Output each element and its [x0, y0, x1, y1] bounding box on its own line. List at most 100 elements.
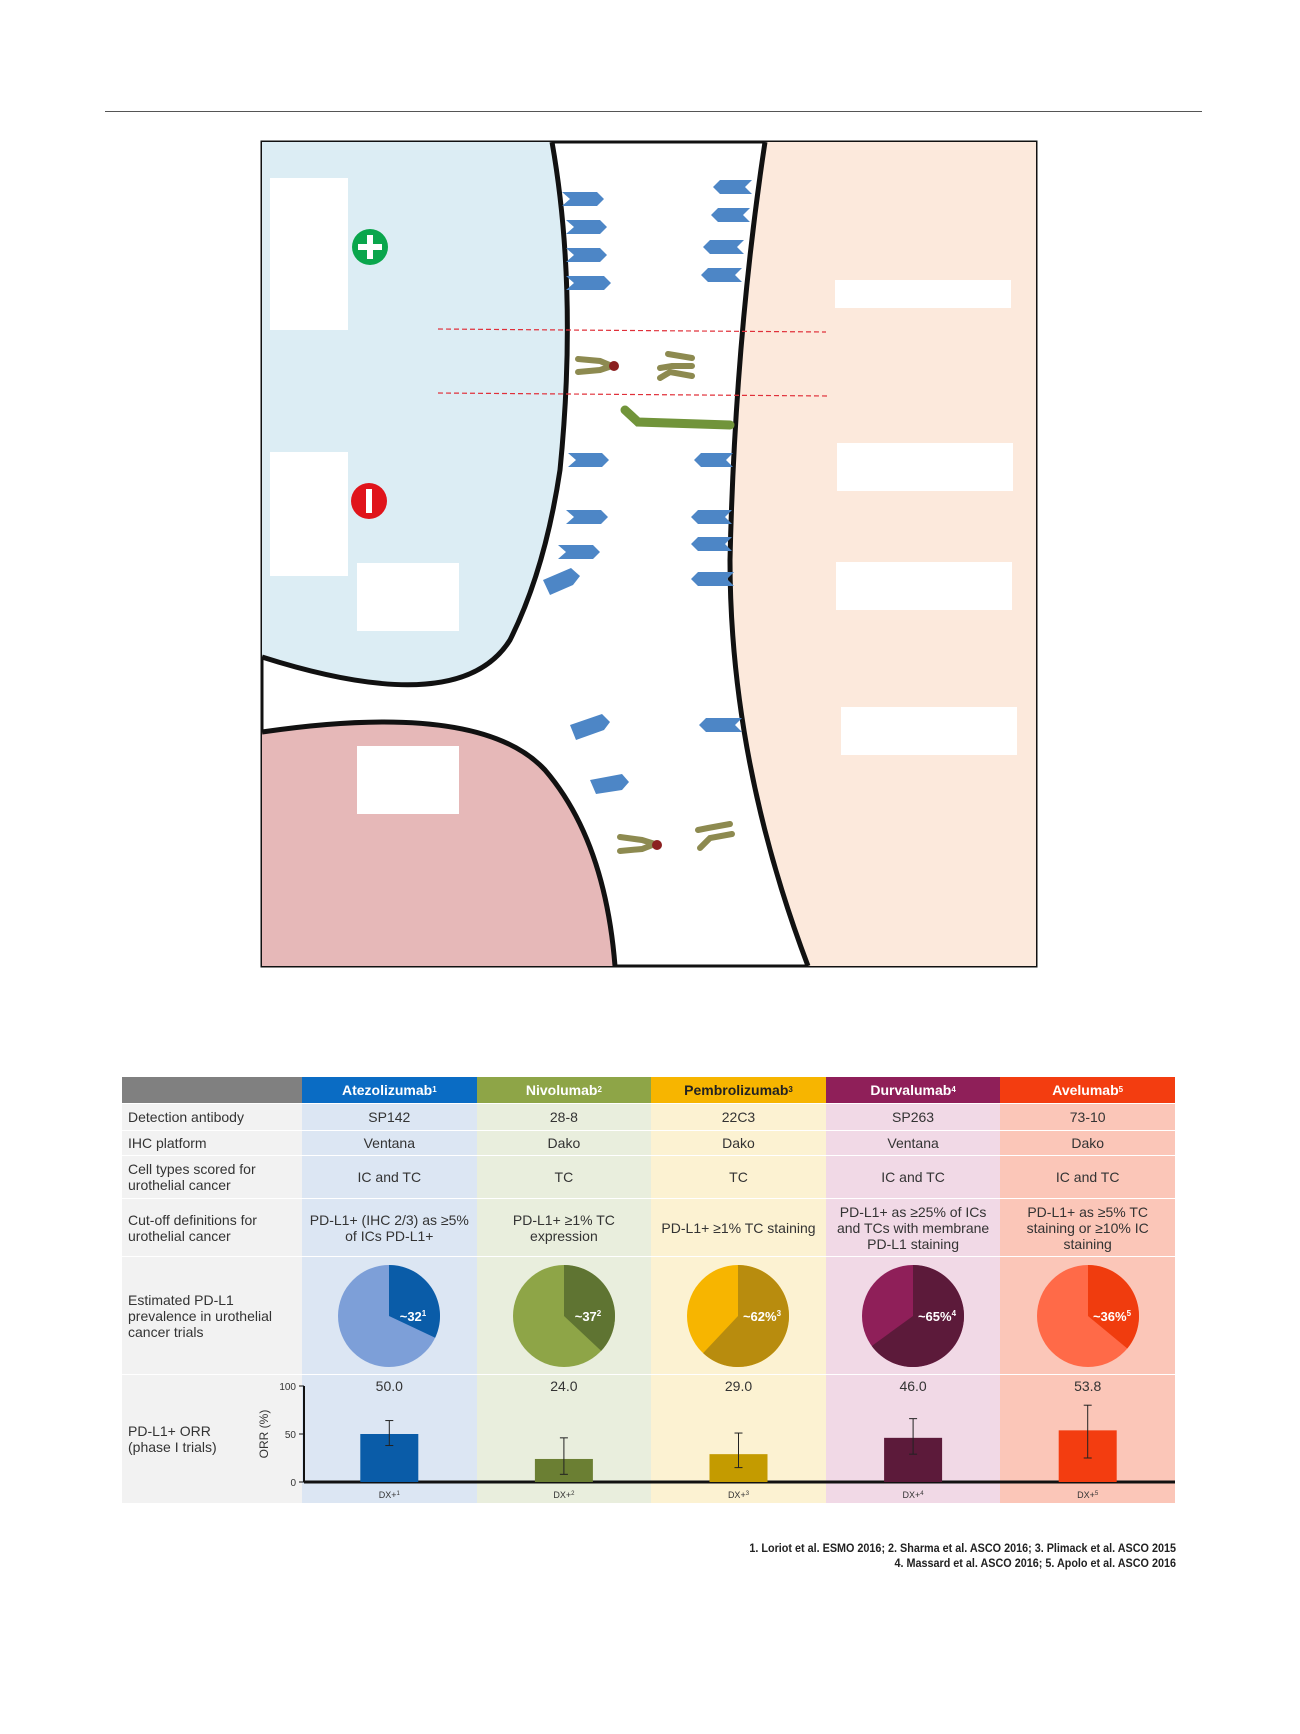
table-cell: PD-L1+ (IHC 2/3) as ≥5% of ICs PD-L1+ [302, 1199, 477, 1256]
tumor-cell [262, 721, 615, 966]
dashed-guide [437, 392, 829, 397]
x-category-label: DX+2 [553, 1490, 575, 1500]
y-tick-label: 100 [279, 1382, 296, 1393]
table-cell: 28-8 [476, 1104, 652, 1130]
y-tick-label: 0 [290, 1478, 296, 1489]
table-row: IHC platform Ventana Dako Dako Ventana D… [122, 1131, 1175, 1156]
table-cell: PD-L1+ as ≥5% TC staining or ≥10% IC sta… [1000, 1199, 1175, 1256]
table-row: Detection antibody SP142 28-8 22C3 SP263… [122, 1104, 1175, 1131]
orr-value-label: 24.0 [550, 1378, 577, 1394]
ligand-dot [609, 361, 619, 371]
prevalence-pie: ~36%5 [1036, 1264, 1139, 1367]
pie-slice [871, 1264, 965, 1367]
x-category-ref: 1 [397, 1491, 401, 1497]
prevalence-pie: ~321 [338, 1264, 441, 1367]
label-box [357, 563, 459, 631]
diagram-canvas [260, 140, 1038, 968]
prevalence-pie: ~65%4 [862, 1264, 965, 1367]
label-box [841, 707, 1017, 755]
pie-label: ~65%4 [918, 1309, 957, 1324]
table-cell: IC and TC [1000, 1156, 1175, 1198]
x-category-label: DX+3 [728, 1490, 750, 1500]
table-cell: IC and TC [302, 1156, 477, 1198]
row-label: Cut-off definitions for urothelial cance… [122, 1199, 302, 1256]
table-cell: Dako [476, 1131, 652, 1155]
orr-value-label: 46.0 [899, 1378, 926, 1394]
pie-cell: ~36%5 [1000, 1257, 1175, 1374]
table-cell: IC and TC [825, 1156, 1001, 1198]
antigen-presenting-cell-membrane [261, 141, 570, 688]
pie-slice [1087, 1264, 1139, 1349]
olive-receptors [575, 351, 735, 854]
x-category-ref: 2 [571, 1491, 575, 1497]
pie-label: ~372 [575, 1309, 602, 1324]
table-cell: 22C3 [651, 1104, 826, 1130]
pie-label-ref: 1 [422, 1309, 427, 1318]
row-label: Cell types scored for urothelial cancer [122, 1156, 302, 1198]
y-axis-label: ORR (%) [257, 1410, 271, 1459]
pie-label-ref: 3 [777, 1309, 782, 1318]
dashed-guide [437, 328, 827, 333]
t-cell-membrane [727, 141, 811, 967]
pie-slice [563, 1264, 615, 1351]
table-cell: Dako [1000, 1131, 1175, 1155]
x-category-ref: 4 [920, 1491, 924, 1497]
table-row: Cut-off definitions for urothelial cance… [122, 1199, 1175, 1257]
y-tick-label: 50 [285, 1430, 297, 1441]
label-box [270, 452, 348, 576]
orr-value-label: 50.0 [376, 1378, 403, 1394]
minus-circle-icon [351, 483, 387, 519]
table-row: Estimated PD-L1 prevalence in urothelial… [122, 1257, 1175, 1375]
blue-receptors-right [691, 180, 752, 732]
table-cell: Dako [651, 1131, 826, 1155]
pie-cell: ~372 [476, 1257, 652, 1374]
label-box [357, 746, 459, 814]
reference-line: 1. Loriot et al. ESMO 2016; 2. Sharma et… [749, 1541, 1176, 1555]
immune-synapse-diagram [260, 140, 1038, 968]
table-cell: PD-L1+ ≥1% TC expression [476, 1199, 652, 1256]
plus-circle-icon [352, 229, 388, 265]
table-row: Cell types scored for urothelial cancer … [122, 1156, 1175, 1199]
label-box [837, 443, 1013, 491]
table-cell: PD-L1+ as ≥25% of ICs and TCs with membr… [825, 1199, 1001, 1256]
row-label: Estimated PD-L1 prevalence in urothelial… [122, 1257, 302, 1374]
table-cell: Ventana [825, 1131, 1001, 1155]
tumor-cell-membrane [261, 719, 618, 967]
label-box [270, 178, 348, 330]
pie-cell: ~65%4 [825, 1257, 1001, 1374]
pie-slice [389, 1264, 441, 1338]
x-category-ref: 3 [746, 1491, 750, 1497]
label-box [836, 562, 1012, 610]
reference-line: 4. Massard et al. ASCO 2016; 5. Apolo et… [894, 1556, 1176, 1570]
pie-cell: ~62%3 [651, 1257, 826, 1374]
table-cell: TC [476, 1156, 652, 1198]
label-box [835, 280, 1011, 308]
pie-label-ref: 5 [1126, 1309, 1131, 1318]
x-category-label: DX+4 [903, 1490, 925, 1500]
pie-slice [703, 1264, 790, 1367]
references: 1. Loriot et al. ESMO 2016; 2. Sharma et… [749, 1541, 1176, 1571]
blue-receptors-left [543, 192, 629, 794]
table-cell: TC [651, 1156, 826, 1198]
row-label: Detection antibody [122, 1104, 302, 1130]
x-category-label: DX+5 [1077, 1490, 1099, 1500]
header-corner [122, 1077, 302, 1103]
green-antibody [620, 405, 735, 430]
pie-label-ref: 4 [952, 1309, 957, 1318]
orr-value-label: 53.8 [1074, 1378, 1101, 1394]
prevalence-pie: ~62%3 [687, 1264, 790, 1367]
ligand-dot [652, 840, 662, 850]
table-cell: SP142 [302, 1104, 477, 1130]
table-cell: Ventana [302, 1131, 477, 1155]
top-rule [105, 111, 1202, 112]
table-cell: PD-L1+ ≥1% TC staining [651, 1199, 826, 1256]
row-label: IHC platform [122, 1131, 302, 1155]
